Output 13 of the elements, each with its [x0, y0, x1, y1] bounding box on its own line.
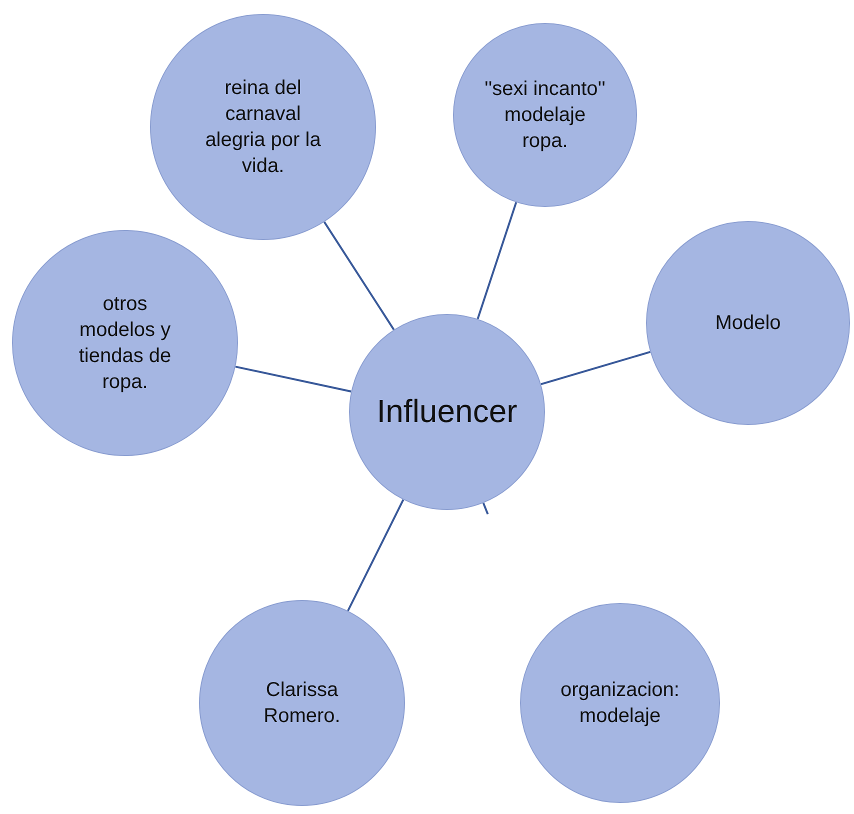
connector-line [323, 221, 395, 330]
connector-line [482, 502, 489, 515]
connector-line [235, 366, 352, 392]
node-text: Influencer [376, 392, 518, 432]
node-text: reina del carnaval alegria por la vida. [204, 76, 322, 179]
connector-line [476, 202, 518, 320]
node-text: otros modelos y tiendas de ropa. [78, 292, 172, 395]
node-text: organizacion: modelaje [560, 678, 680, 729]
node-text: Modelo [715, 311, 781, 336]
node-text: ''sexi incanto'' modelaje ropa. [484, 77, 606, 154]
connector-line [540, 350, 650, 386]
connector-line [347, 499, 404, 612]
node-text: Clarissa Romero. [262, 678, 342, 729]
